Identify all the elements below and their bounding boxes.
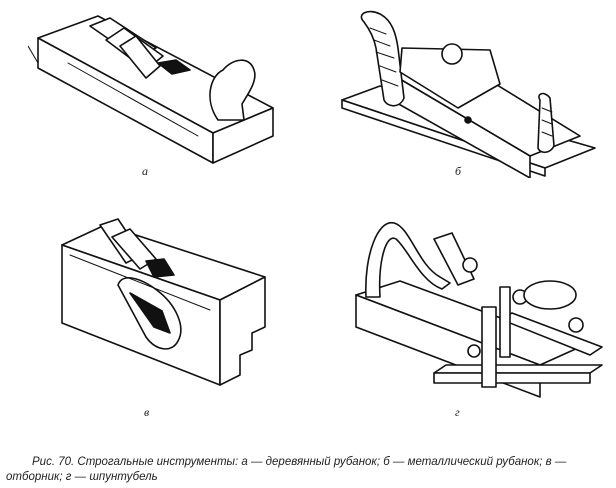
figure-caption: Рис. 70. Строгальные инструменты: а — де… (6, 456, 567, 483)
metal-plane-illustration (340, 8, 610, 178)
label-a: а (142, 164, 148, 178)
label-g: г (455, 405, 460, 419)
label-v: в (144, 405, 150, 419)
plough-plane-illustration (350, 215, 610, 405)
wooden-plane-illustration (28, 8, 288, 168)
rebate-plane-illustration (60, 215, 280, 395)
label-b: б (455, 164, 462, 178)
